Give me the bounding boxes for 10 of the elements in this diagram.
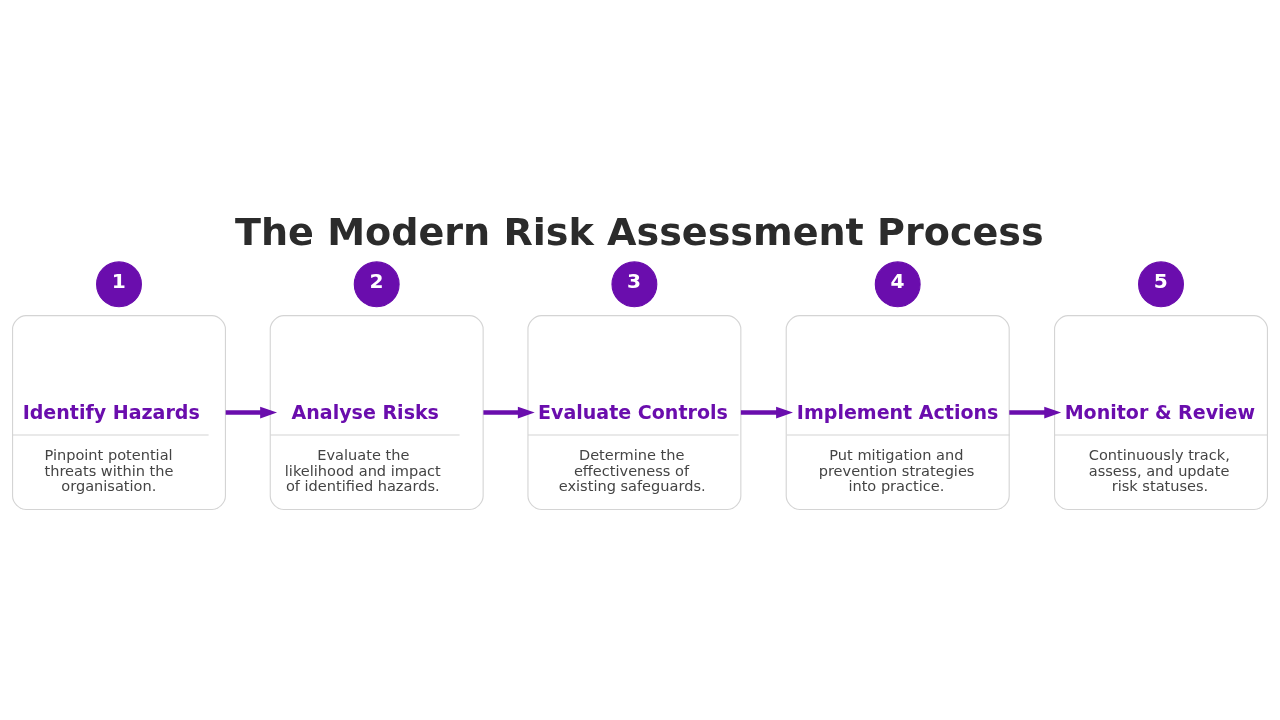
arrow bbox=[740, 406, 793, 418]
arrow bbox=[483, 406, 535, 418]
arrow bbox=[225, 406, 277, 418]
node-circle: 1 bbox=[96, 260, 142, 307]
node-circle: 3 bbox=[611, 260, 658, 307]
arrow bbox=[1009, 406, 1062, 418]
node-circle: 4 bbox=[874, 260, 921, 307]
node-circle: 2 bbox=[353, 260, 400, 307]
node-circle: 5 bbox=[1138, 260, 1184, 307]
diagram-title: The Modern Risk Assessment Process bbox=[234, 209, 1044, 254]
